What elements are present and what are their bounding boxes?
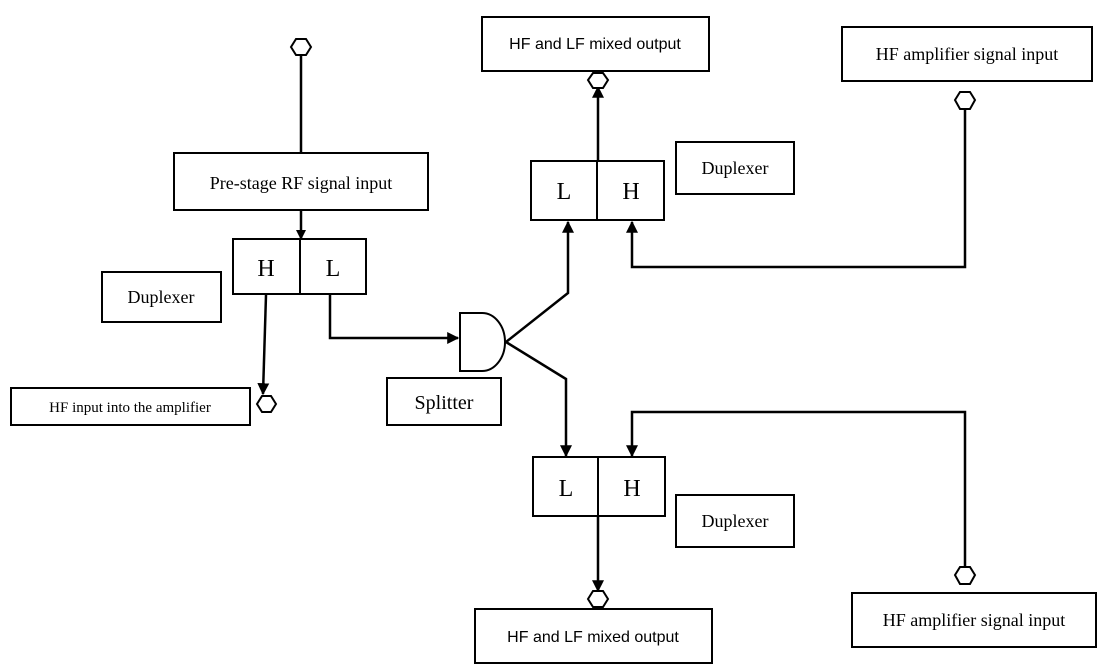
wire-amp-input-to-bottom-h	[626, 410, 967, 567]
hexagon-port-icon	[289, 38, 313, 56]
wire-splitter-to-bottom-duplexer	[505, 340, 572, 458]
pre-stage-input-box	[173, 152, 429, 211]
hf-lf-output-top-label: HF and LF mixed output	[509, 36, 681, 53]
hf-lf-output-top-box	[481, 16, 710, 72]
splitter-label: Splitter	[415, 392, 474, 414]
wire-h-to-amplifier	[257, 294, 270, 396]
duplexer-bottom-right-label-box	[675, 494, 795, 548]
hexagon-port-icon	[255, 395, 278, 413]
hf-lf-output-bottom-label: HF and LF mixed output	[507, 629, 679, 646]
hexagon-port-icon	[953, 566, 977, 585]
duplexer-left-port-l: L	[326, 256, 341, 282]
duplexer-top-right-label: Duplexer	[702, 158, 769, 178]
hf-input-amplifier-box	[10, 387, 251, 426]
hf-input-amplifier-label: HF input into the amplifier	[49, 400, 211, 416]
and-gate-splitter-icon	[459, 312, 506, 372]
duplexer-top-right-port-h: H	[622, 179, 639, 205]
duplexer-bottom-right-port-l: L	[559, 476, 574, 502]
wire-amp-input-to-top-h	[626, 109, 967, 269]
duplexer-bottom-right-label: Duplexer	[702, 511, 769, 531]
hf-lf-output-bottom-box	[474, 608, 713, 664]
hf-amp-input-bottom-label: HF amplifier signal input	[883, 610, 1065, 630]
wire-splitter-to-top-duplexer	[505, 220, 574, 343]
duplexer-top-right-label-box	[675, 141, 795, 195]
pre-stage-input-label: Pre-stage RF signal input	[210, 173, 393, 193]
hf-amp-input-top-box	[841, 26, 1093, 82]
hexagon-port-icon	[953, 91, 977, 110]
duplexer-left-label-box	[101, 271, 222, 323]
splitter-label-box	[386, 377, 502, 426]
hf-amp-input-bottom-box	[851, 592, 1097, 648]
hexagon-port-icon	[586, 590, 610, 608]
wire-l-to-splitter	[328, 295, 460, 344]
duplexer-left-port-h: H	[257, 256, 274, 282]
duplexer-left-label: Duplexer	[128, 287, 195, 307]
hexagon-port-icon	[586, 72, 610, 89]
hf-amp-input-top-label: HF amplifier signal input	[876, 44, 1058, 64]
duplexer-top-right-port-l: L	[557, 179, 572, 205]
duplexer-bottom-right-port-h: H	[623, 476, 640, 502]
